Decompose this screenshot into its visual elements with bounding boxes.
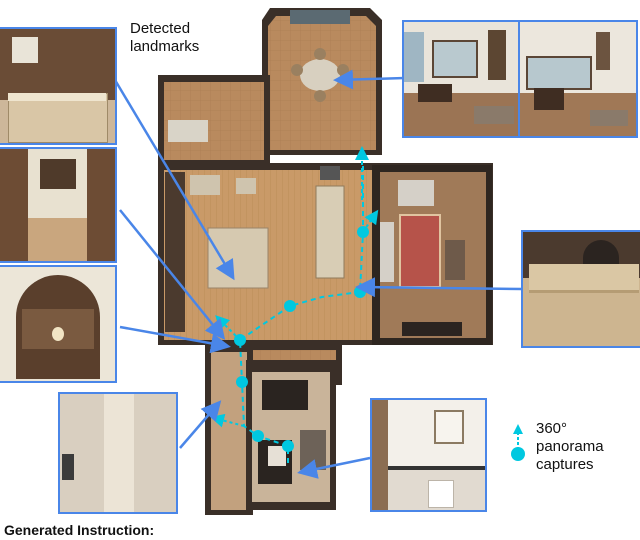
landmark-photo-dining-room-1 bbox=[402, 20, 520, 138]
dining-room bbox=[262, 8, 382, 155]
landmark-photo-kitchen-island bbox=[0, 27, 117, 145]
panorama-line3: captures bbox=[536, 456, 594, 473]
panorama-capture-points bbox=[234, 226, 369, 452]
landmark-photo-bathroom bbox=[370, 398, 487, 512]
panorama-path bbox=[210, 146, 379, 464]
cyan-dot-with-arrow-icon bbox=[511, 424, 525, 461]
detected-landmarks-label: Detected landmarks bbox=[130, 20, 199, 56]
landmark-photo-countertop bbox=[521, 230, 640, 348]
panorama-line1: 360° bbox=[536, 420, 568, 437]
detected-landmarks-line1: Detected bbox=[130, 20, 191, 37]
panorama-legend: 360° panorama captures bbox=[506, 420, 636, 490]
kitchen-area bbox=[158, 163, 493, 345]
landmark-photo-dining-room-2 bbox=[520, 20, 638, 138]
landmark-photo-archway-ceiling bbox=[0, 265, 117, 383]
landmark-photo-hallway bbox=[0, 147, 117, 263]
generated-instruction-title: Generated Instruction: bbox=[4, 522, 155, 538]
living-room bbox=[372, 165, 492, 345]
lower-rooms bbox=[205, 345, 342, 515]
left-upper-room bbox=[158, 75, 270, 165]
landmark-photo-corner-wall bbox=[58, 392, 178, 514]
detected-landmarks-line2: landmarks bbox=[130, 38, 200, 55]
panorama-line2: panorama bbox=[536, 438, 604, 455]
